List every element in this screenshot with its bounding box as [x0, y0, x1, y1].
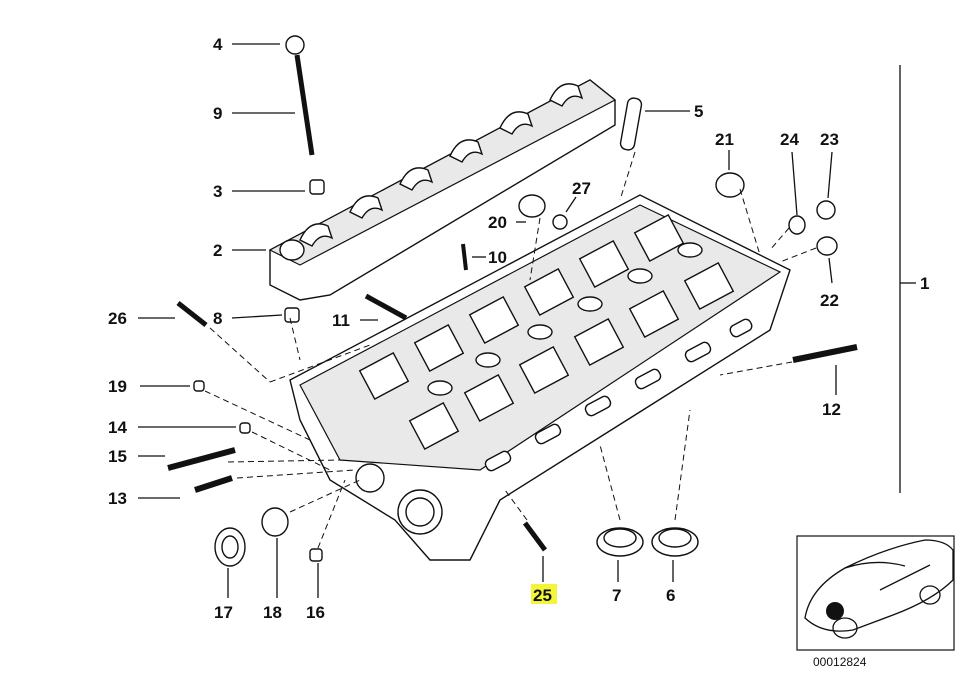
callout-24[interactable]: 24	[780, 130, 799, 149]
callout-26[interactable]: 26	[108, 309, 127, 328]
callout-17[interactable]: 17	[214, 603, 233, 622]
callout-1[interactable]: 1	[920, 274, 929, 293]
camshaft-carrier	[268, 79, 617, 301]
engine-location-marker	[826, 602, 844, 620]
car-outline	[804, 539, 954, 639]
inset-code: 00012824	[813, 655, 867, 669]
callout-11[interactable]: 11	[332, 311, 350, 330]
callout-5[interactable]: 5	[694, 102, 703, 121]
callout-10[interactable]: 10	[488, 248, 507, 267]
callout-25-highlight	[531, 584, 557, 604]
callout-15[interactable]: 15	[108, 447, 127, 466]
callout-2[interactable]: 2	[213, 241, 222, 260]
callout-3[interactable]: 3	[213, 182, 222, 201]
callout-20[interactable]: 20	[488, 213, 507, 232]
callout-22[interactable]: 22	[820, 291, 839, 310]
callout-21[interactable]: 21	[715, 130, 734, 149]
callout-6[interactable]: 6	[666, 586, 675, 605]
callout-18[interactable]: 18	[263, 603, 282, 622]
loose-parts	[167, 35, 858, 567]
callout-14[interactable]: 14	[108, 418, 127, 437]
callout-13[interactable]: 13	[108, 489, 127, 508]
callout-4[interactable]: 4	[213, 35, 223, 54]
callout-8[interactable]: 8	[213, 309, 222, 328]
callout-19[interactable]: 19	[108, 377, 127, 396]
callout-9[interactable]: 9	[213, 104, 222, 123]
callout-25[interactable]: 25	[533, 586, 552, 605]
callouts: 4 9 3 2 8 26 11 10 20 27 5 21 24 23 22 1…	[108, 35, 929, 622]
leader-lines	[138, 43, 916, 598]
callout-27[interactable]: 27	[572, 179, 591, 198]
callout-12[interactable]: 12	[822, 400, 841, 419]
callout-16[interactable]: 16	[306, 603, 325, 622]
callout-23[interactable]: 23	[820, 130, 839, 149]
callout-7[interactable]: 7	[612, 586, 621, 605]
car-locator-inset: 00012824	[796, 535, 955, 669]
